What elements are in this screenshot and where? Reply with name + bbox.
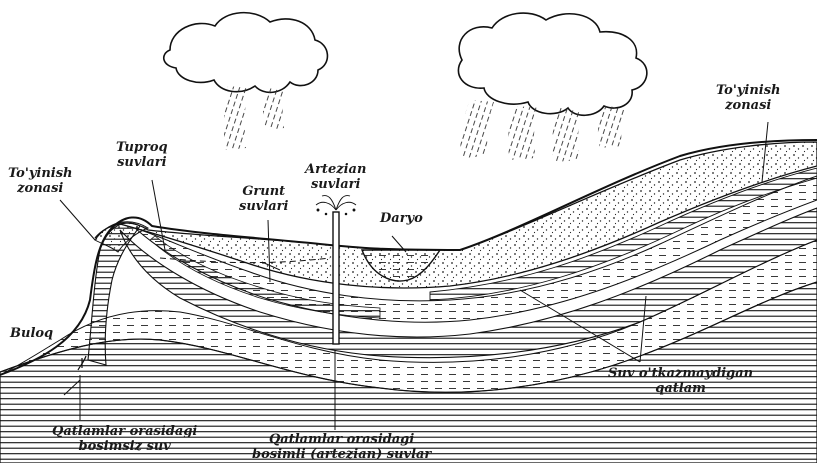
label-grunt-suvlari: Grunt suvlari [239, 184, 288, 214]
label-bosimsiz-line1: Qatlamlar orasidagi [52, 424, 197, 439]
label-artezian-line2: suvlari [305, 177, 366, 192]
label-grunt-line1: Grunt [239, 184, 288, 199]
label-toyinish-left-line2: zonasi [8, 181, 73, 196]
label-qatlamlar-bosimsiz: Qatlamlar orasidagi bosimsiz suv [52, 424, 197, 454]
label-toyinish-right-line2: zonasi [716, 98, 781, 113]
label-bosimli-line2: bosimli (artezian) suvlar [252, 447, 431, 462]
label-buloq: Buloq [10, 326, 53, 341]
label-bosimsiz-line2: bosimsiz suv [52, 439, 197, 454]
label-artezian-line1: Artezian [305, 162, 366, 177]
label-toyinish-left-line1: To'yinish [8, 166, 73, 181]
label-toyinish-zonasi-left: To'yinish zonasi [8, 166, 73, 196]
label-qatlamlar-bosimli: Qatlamlar orasidagi bosimli (artezian) s… [252, 432, 431, 462]
label-tuproq-line1: Tuproq [116, 140, 168, 155]
label-toyinish-right-line1: To'yinish [716, 83, 781, 98]
label-suv-otkazmaydigan-qatlam: Suv o'tkazmaydigan qatlam [608, 366, 753, 396]
label-suv-otkazmaydigan-line1: Suv o'tkazmaydigan [608, 366, 753, 381]
label-grunt-line2: suvlari [239, 199, 288, 214]
label-toyinish-zonasi-right: To'yinish zonasi [716, 83, 781, 113]
label-tuproq-line2: suvlari [116, 155, 168, 170]
label-daryo-text: Daryo [380, 211, 423, 226]
label-daryo: Daryo [380, 211, 423, 226]
artesian-well-pipe [333, 212, 339, 344]
label-suv-otkazmaydigan-line2: qatlam [608, 381, 753, 396]
label-tuproq-suvlari: Tuproq suvlari [116, 140, 168, 170]
label-artezian-suvlari: Artezian suvlari [305, 162, 366, 192]
label-buloq-text: Buloq [10, 326, 53, 341]
cloud-right [458, 13, 646, 162]
label-bosimli-line1: Qatlamlar orasidagi [252, 432, 431, 447]
cloud-left [164, 13, 328, 150]
